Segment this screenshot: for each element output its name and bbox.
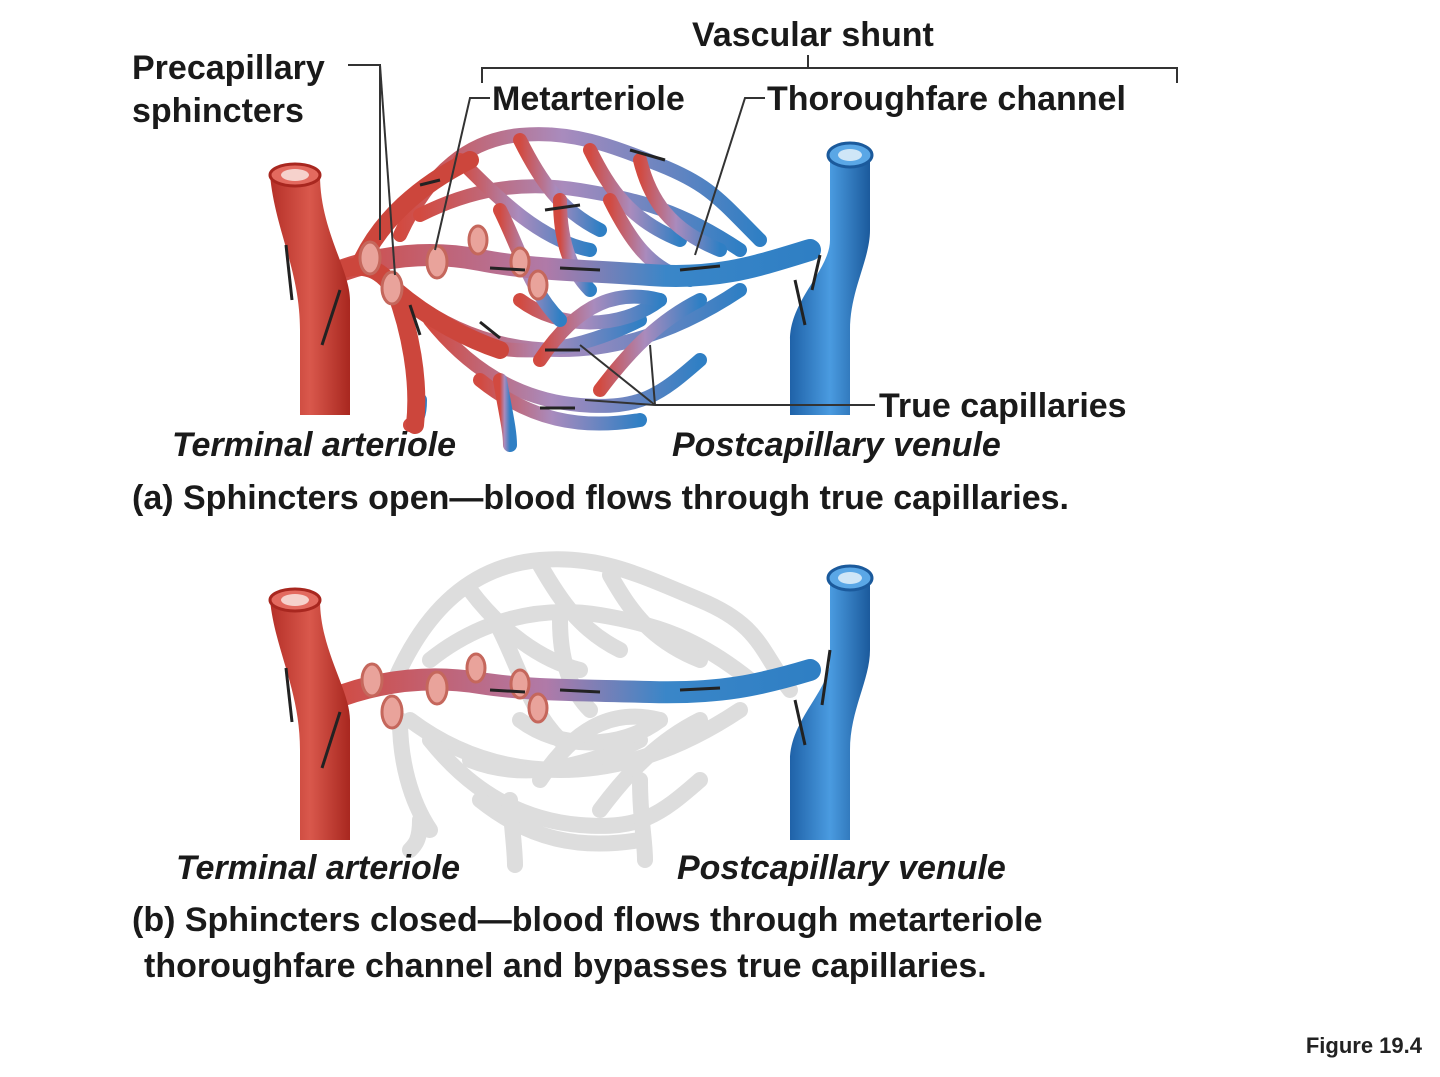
flow-arrow	[419, 178, 441, 187]
label-precapillary-line1: Precapillary	[132, 49, 325, 87]
flow-arrow	[479, 320, 501, 340]
flow-arrow	[408, 304, 422, 336]
flow-arrows-b	[284, 649, 832, 769]
sphincter-a3	[425, 244, 449, 280]
leader-true-capillaries-1	[579, 344, 656, 406]
label-terminal-arteriole-b: Terminal arteriole	[176, 849, 461, 887]
terminal-arteriole-b	[270, 600, 350, 840]
panel-b	[268, 551, 874, 873]
vascular-shunt-bracket	[481, 67, 1178, 83]
leader-precapillary-1	[348, 64, 381, 240]
caption-b-bold: (b) Sphincters closed	[132, 901, 478, 939]
label-postcapillary-venule-a: Postcapillary venule	[672, 426, 1001, 464]
label-metarteriole: Metarteriole	[492, 80, 685, 118]
flow-arrow	[629, 148, 666, 162]
sphincter-a6	[527, 269, 549, 301]
true-capillaries-network-a	[393, 127, 767, 452]
metarteriole-channel-b	[319, 659, 821, 711]
flow-arrow	[284, 244, 294, 301]
venule-lumen-a	[838, 149, 862, 161]
flow-arrow	[820, 649, 832, 706]
sphincter-b2	[380, 694, 404, 730]
caption-a-bold: (a) Sphincters open	[132, 479, 450, 517]
leader-precapillary-2	[379, 64, 396, 276]
sphincter-b1	[360, 662, 384, 698]
caption-b-rest-line1: —blood flows through metarteriole	[477, 901, 1043, 939]
flow-arrow	[489, 688, 526, 694]
label-precapillary-sphincters: Precapillary sphincters	[132, 47, 325, 132]
flow-arrow	[559, 688, 601, 694]
flow-arrow	[793, 279, 807, 326]
sphincter-b5	[509, 668, 531, 700]
flow-arrow	[559, 266, 601, 272]
flow-arrow	[320, 711, 342, 769]
sphincter-a1	[358, 240, 382, 276]
flow-arrow	[810, 254, 822, 291]
label-vascular-shunt: Vascular shunt	[692, 16, 934, 54]
flow-arrow	[284, 667, 294, 723]
label-terminal-arteriole-a: Terminal arteriole	[172, 426, 457, 464]
caption-b: (b) Sphincters closed—blood flows throug…	[132, 898, 1043, 990]
figure-number: Figure 19.4	[1305, 1033, 1422, 1058]
sphincter-b4	[465, 652, 487, 684]
postcapillary-venule-b	[790, 578, 870, 840]
flow-arrows-a	[284, 148, 822, 410]
leader-true-capillaries-2	[649, 344, 656, 406]
arteriole-lumen-a	[281, 169, 309, 181]
label-precapillary-line2: sphincters	[132, 91, 304, 130]
closed-capillaries-network-b	[387, 551, 798, 873]
panel-a	[268, 55, 1178, 452]
flow-arrow	[320, 289, 342, 346]
flow-arrow	[793, 699, 807, 746]
flow-arrow	[489, 266, 526, 272]
leader-true-capillaries-3	[584, 399, 656, 406]
sphincter-a2	[380, 270, 404, 306]
sphincter-b3	[425, 670, 449, 706]
flow-arrow	[679, 264, 721, 272]
label-true-capillaries: True capillaries	[879, 387, 1127, 425]
sphincter-a4	[467, 224, 489, 256]
metarteriole-channel-a	[319, 239, 821, 287]
leader-lines-a	[348, 55, 1178, 406]
terminal-arteriole-a	[270, 175, 350, 415]
postcapillary-venule-a	[790, 155, 870, 415]
leader-thoroughfare	[694, 97, 765, 256]
leader-metarteriole	[434, 97, 490, 251]
label-thoroughfare-channel: Thoroughfare channel	[767, 80, 1126, 118]
flow-arrow	[679, 686, 721, 692]
caption-a: (a) Sphincters open—blood flows through …	[132, 476, 1069, 522]
label-postcapillary-venule-b: Postcapillary venule	[677, 849, 1006, 887]
sphincter-a5	[509, 246, 531, 278]
venule-lumen-b	[838, 572, 862, 584]
arteriole-lumen-b	[281, 594, 309, 606]
sphincter-b6	[527, 692, 549, 724]
caption-b-rest-line2: thoroughfare channel and bypasses true c…	[144, 946, 987, 985]
caption-a-rest: —blood flows through true capillaries.	[449, 479, 1069, 517]
flow-arrow	[544, 203, 581, 212]
